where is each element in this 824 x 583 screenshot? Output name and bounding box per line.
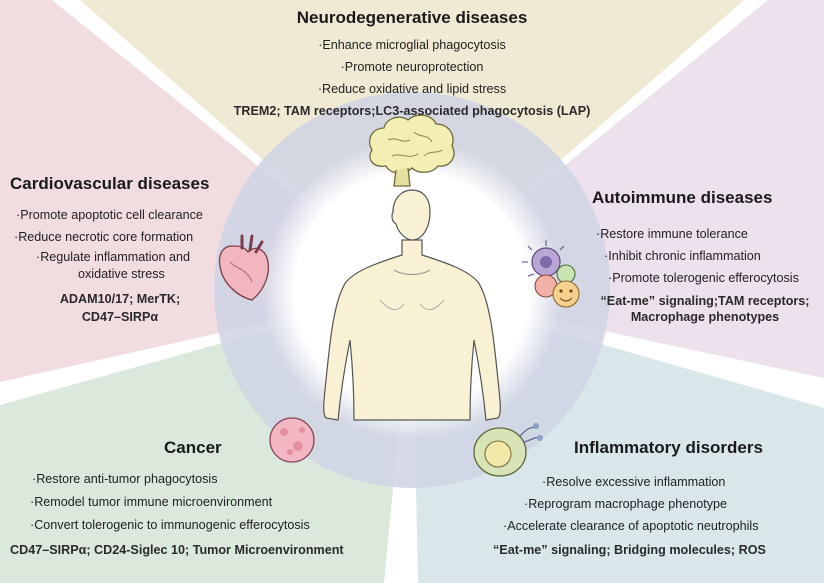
neuro-item: ·Reduce oxidative and lipid stress (317, 82, 507, 96)
neuro-item: ·Promote neuroprotection (340, 60, 484, 74)
cardio-molecules: ADAM10/17; MerTK; (59, 292, 181, 306)
neuro-title: Neurodegenerative diseases (296, 8, 528, 27)
cardio-item: ·Promote apoptotic cell clearance (16, 208, 203, 222)
cancer-molecules: CD47–SIRPα; CD24-Siglec 10; Tumor Microe… (10, 543, 344, 557)
cancer-title: Cancer (164, 438, 222, 457)
brain-icon (369, 114, 455, 187)
tumor-cell-icon (269, 417, 315, 463)
inflammatory-title: Inflammatory disorders (574, 438, 763, 457)
macrophage-icon (473, 423, 543, 477)
cancer-item: ·Convert tolerogenic to immunogenic effe… (30, 518, 310, 532)
heart-icon (218, 234, 270, 301)
autoimmune-item: ·Promote tolerogenic efferocytosis (608, 271, 799, 285)
autoimmune-item: ·Inhibit chronic inflammation (604, 249, 761, 263)
autoimmune-molecules: Macrophage phenotypes (630, 310, 780, 324)
inflammatory-molecules: “Eat-me” signaling; Bridging molecules; … (493, 543, 766, 557)
cancer-item: ·Restore anti-tumor phagocytosis (32, 472, 218, 486)
cardio-molecules: CD47–SIRPα (81, 310, 159, 324)
neuro-molecules: TREM2; TAM receptors;LC3-associated phag… (233, 104, 591, 118)
immune-cells-icon (522, 240, 580, 308)
neuro-item: ·Enhance microglial phagocytosis (318, 38, 506, 52)
cardio-title: Cardiovascular diseases (10, 174, 210, 193)
cardio-item: ·Reduce necrotic core formation (14, 230, 194, 244)
cardio-item: ·Regulate inflammation and (36, 250, 191, 264)
cardio-item: oxidative stress (78, 267, 165, 281)
human-body-icon (323, 189, 501, 421)
inflammatory-item: ·Resolve excessive inflammation (542, 475, 726, 489)
autoimmune-title: Autoimmune diseases (592, 188, 773, 207)
inflammatory-item: ·Reprogram macrophage phenotype (524, 497, 728, 511)
cancer-item: ·Remodel tumor immune microenvironment (30, 495, 273, 509)
autoimmune-molecules: “Eat-me” signaling;TAM receptors; (600, 294, 810, 308)
inflammatory-item: ·Accelerate clearance of apoptotic neutr… (503, 519, 759, 533)
autoimmune-item: ·Restore immune tolerance (596, 227, 748, 241)
